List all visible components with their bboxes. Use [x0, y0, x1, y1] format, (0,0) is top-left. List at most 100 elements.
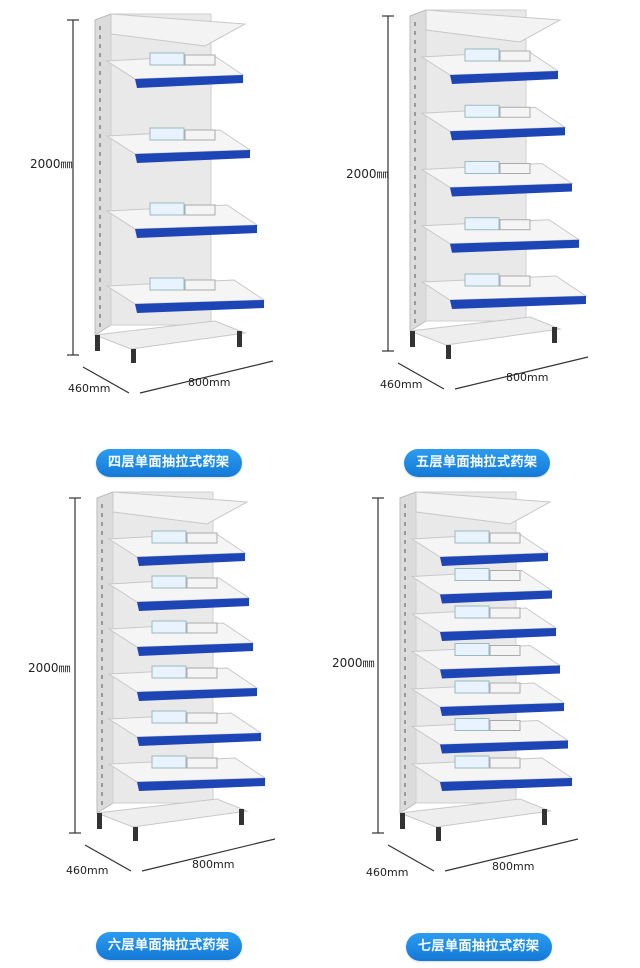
upright-hole	[414, 202, 416, 206]
product-box	[186, 757, 218, 769]
upright-hole	[414, 247, 416, 251]
product-box	[454, 643, 490, 656]
depth-dimension-label: 460mm	[380, 378, 423, 391]
depth-dimension-line	[84, 844, 132, 872]
upright-hole	[414, 121, 416, 125]
drawer-front	[440, 553, 548, 566]
product-box	[454, 568, 490, 581]
upright-hole	[99, 206, 101, 210]
upright-hole	[101, 504, 103, 508]
drawer-front	[137, 778, 265, 791]
upright-hole	[404, 504, 406, 508]
leg	[410, 331, 415, 347]
top-canopy	[415, 491, 552, 525]
width-dimension-line	[444, 838, 579, 872]
drawer-front	[450, 296, 586, 309]
drawer-front	[135, 75, 243, 88]
upright-hole	[99, 278, 101, 282]
leg	[446, 345, 451, 359]
drawer-front	[450, 239, 579, 253]
upright-hole	[101, 531, 103, 535]
product-box	[454, 718, 490, 731]
product-box	[499, 219, 531, 231]
upright-hole	[101, 711, 103, 715]
upright-hole	[404, 648, 406, 652]
upright-hole	[404, 693, 406, 697]
leg	[239, 809, 244, 825]
upright-hole	[101, 657, 103, 661]
upright-hole	[404, 801, 406, 805]
base-shelf	[96, 798, 249, 828]
leg	[552, 327, 557, 343]
upright-hole	[404, 747, 406, 751]
drawer-front	[135, 150, 250, 163]
upright-hole	[101, 612, 103, 616]
upright-hole	[404, 738, 406, 742]
upright-hole	[101, 684, 103, 688]
leg	[237, 331, 242, 347]
upright-hole	[414, 256, 416, 260]
drawer-front	[440, 740, 568, 754]
upright-hole	[414, 40, 416, 44]
upright-hole	[101, 594, 103, 598]
upright-hole	[101, 630, 103, 634]
product-box	[464, 104, 500, 118]
upright-hole	[99, 215, 101, 219]
product-box	[151, 530, 187, 544]
leg	[95, 335, 100, 351]
upright-hole	[101, 747, 103, 751]
drawer-front	[440, 628, 556, 641]
product-box	[499, 106, 531, 118]
upright-hole	[404, 729, 406, 733]
product-box	[489, 645, 521, 656]
depth-dimension-line	[387, 844, 435, 872]
drawer-front	[440, 778, 572, 791]
height-dimension-label: 2000㎜	[346, 167, 389, 181]
leg	[542, 809, 547, 825]
upright-hole	[414, 229, 416, 233]
upright-hole	[99, 80, 101, 84]
upright-hole	[404, 558, 406, 562]
upright-hole	[404, 639, 406, 643]
upright-hole	[99, 242, 101, 246]
product-label-badge: 六层单面抽拉式药架	[96, 932, 242, 960]
upright-hole	[99, 116, 101, 120]
upright-hole	[404, 756, 406, 760]
product-box	[464, 161, 500, 174]
depth-dimension-line	[397, 362, 445, 390]
upright-hole	[101, 558, 103, 562]
upright-hole	[404, 765, 406, 769]
leg	[131, 349, 136, 363]
drawer-front	[440, 703, 564, 716]
upright-hole	[99, 314, 101, 318]
upright-hole	[414, 94, 416, 98]
upright-hole	[101, 513, 103, 517]
upright-hole	[99, 233, 101, 237]
upright-hole	[404, 711, 406, 715]
product-box	[184, 129, 216, 141]
upright-hole	[99, 323, 101, 327]
upright-hole	[414, 283, 416, 287]
product-box	[186, 622, 218, 634]
product-panel-5-tier: 2000㎜ 460mm 800mm 五层单面抽拉式药架	[320, 0, 640, 484]
product-box	[184, 204, 216, 216]
upright-hole	[404, 531, 406, 535]
upright-hole	[99, 89, 101, 93]
shelf-illustration	[67, 13, 274, 394]
upright-hole	[404, 549, 406, 553]
upright-hole	[99, 179, 101, 183]
upright-hole	[101, 585, 103, 589]
upright-hole	[414, 211, 416, 215]
upright-hole	[414, 85, 416, 89]
product-label-badge: 五层单面抽拉式药架	[404, 449, 550, 477]
upright-hole	[101, 540, 103, 544]
upright-hole	[404, 684, 406, 688]
upright-hole	[99, 224, 101, 228]
product-box	[186, 532, 218, 544]
upright-hole	[99, 143, 101, 147]
product-box	[464, 273, 500, 287]
upright-hole	[414, 274, 416, 278]
product-box	[149, 277, 185, 291]
upright-hole	[99, 305, 101, 309]
upright-hole	[404, 720, 406, 724]
